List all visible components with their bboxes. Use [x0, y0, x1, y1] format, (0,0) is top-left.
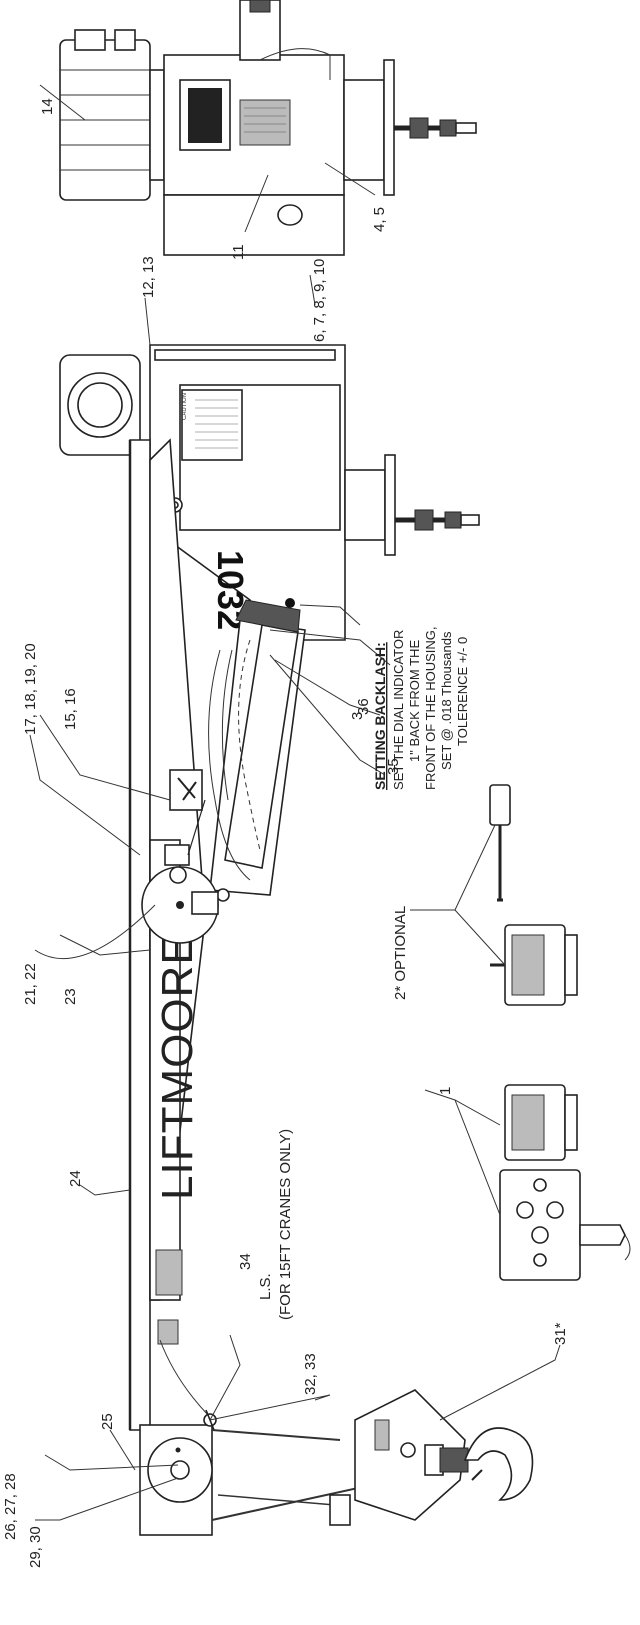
pendant-controls: [489, 784, 631, 1281]
callout-21-22: 21, 22: [22, 963, 39, 1005]
callout-11: 11: [230, 244, 247, 260]
callout-32-33: 32, 33: [302, 1353, 319, 1395]
callout-31: 31*: [552, 1322, 569, 1345]
backlash-line-4: SET @ .018 Thousands: [439, 631, 454, 770]
callout-2-optional: 2* OPTIONAL: [392, 906, 409, 1000]
callout-36: 36: [355, 698, 372, 715]
callout-23: 23: [62, 988, 79, 1005]
backlash-title: SETTING BACKLASH:: [372, 642, 388, 790]
boom-brand: LIFTMOORE: [153, 934, 202, 1200]
crane-boom: LIFTMOORE: [128, 438, 219, 1536]
callout-labels: 14 4, 5 11 12, 13 6, 7, 8, 9, 10 17, 18,…: [2, 98, 569, 1568]
callout-29-30: 29, 30: [27, 1526, 44, 1568]
leader-lines: [29, 84, 561, 1521]
callout-3: 3: [349, 712, 366, 720]
callout-34: 34: [237, 1253, 254, 1270]
callout-4-5: 4, 5: [371, 207, 388, 232]
caution-label: CAUTION: [182, 393, 188, 420]
callout-15-16: 15, 16: [62, 688, 79, 730]
callout-24: 24: [67, 1170, 84, 1187]
backlash-line-3: FRONT OF THE HOUSING,: [423, 627, 438, 790]
callout-26-28: 26, 27, 28: [2, 1473, 19, 1540]
callout-1: 1: [437, 1087, 454, 1095]
callout-12-13: 12, 13: [140, 256, 157, 298]
wire-rope-hook-block: [211, 1389, 534, 1526]
callout-14: 14: [39, 98, 56, 115]
backlash-line-2: 1" BACK FROM THE: [407, 640, 422, 762]
motor-gearbox-assembly: [59, 0, 477, 256]
limit-switch-label: L.S.: [257, 1273, 274, 1300]
crane-mast-housing: CAUTION 1032: [59, 344, 480, 641]
callout-6-10: 6, 7, 8, 9, 10: [311, 259, 328, 342]
hydraulic-cylinder: [208, 599, 306, 902]
setting-backlash-note: SETTING BACKLASH: SET THE DIAL INDICATOR…: [372, 627, 470, 790]
callout-25: 25: [99, 1413, 116, 1430]
callout-17-20: 17, 18, 19, 20: [22, 643, 39, 735]
backlash-line-5: TOLERENCE +/- 0: [455, 637, 470, 746]
limit-switch-note: (FOR 15FT CRANES ONLY): [277, 1129, 294, 1320]
backlash-line-1: SET THE DIAL INDICATOR: [391, 630, 406, 790]
callout-35: 35: [385, 758, 402, 775]
